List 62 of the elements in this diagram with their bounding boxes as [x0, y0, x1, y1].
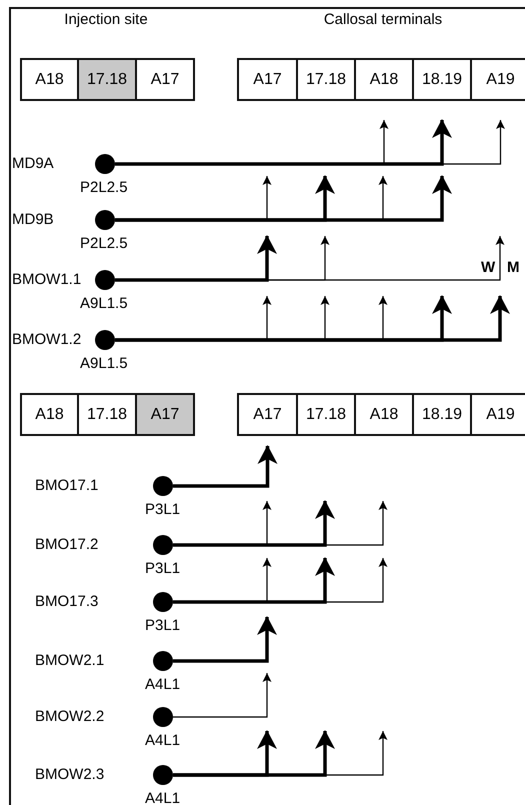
site-label: P3L1 — [145, 618, 180, 633]
area-cell: 17.18 — [77, 58, 137, 101]
injection-dot — [153, 707, 173, 727]
area-cell: A17 — [237, 393, 298, 436]
side-marker: M — [507, 260, 520, 275]
case-name: MD9A — [12, 156, 54, 171]
case-name: BMO17.3 — [35, 594, 98, 609]
area-cell: A17 — [135, 393, 195, 436]
area-cell: A18 — [20, 58, 79, 101]
site-label: P2L2.5 — [80, 180, 128, 195]
injection-dot — [153, 592, 173, 612]
site-label: A4L1 — [145, 791, 180, 805]
site-label: A4L1 — [145, 677, 180, 692]
area-cell: 18.19 — [412, 393, 472, 436]
projection-arrow — [173, 558, 388, 603]
area-cell: A18 — [354, 393, 414, 436]
area-cell: A18 — [20, 393, 79, 436]
projection-arrow — [173, 673, 272, 718]
area-cell: A19 — [470, 393, 525, 436]
site-label: A4L1 — [145, 733, 180, 748]
column-heading: Injection site — [64, 12, 148, 27]
site-label: A9L1.5 — [80, 356, 128, 371]
case-name: BMO17.2 — [35, 537, 98, 552]
injection-dot — [153, 651, 173, 671]
site-label: P2L2.5 — [80, 236, 128, 251]
projection-arrow — [173, 500, 335, 547]
injection-dot — [95, 154, 115, 174]
injection-dot — [153, 535, 173, 555]
side-marker: W — [481, 260, 496, 275]
injection-dot — [95, 210, 115, 230]
area-cell: 17.18 — [296, 393, 356, 436]
site-label: P3L1 — [145, 561, 180, 576]
projection-arrow — [115, 119, 452, 166]
area-cell: A17 — [135, 58, 195, 101]
case-name: BMOW1.2 — [12, 332, 82, 347]
area-cell: 17.18 — [296, 58, 356, 101]
column-heading: Callosal terminals — [324, 12, 442, 27]
area-cell: A18 — [354, 58, 414, 101]
case-name: BMOW1.1 — [12, 272, 82, 287]
projection-arrow — [173, 616, 277, 663]
projection-arrow — [173, 557, 335, 604]
area-cell: 17.18 — [77, 393, 137, 436]
injection-dot — [95, 270, 115, 290]
area-cell: A17 — [237, 58, 298, 101]
site-label: A9L1.5 — [80, 296, 128, 311]
site-label: P3L1 — [145, 502, 180, 517]
case-name: MD9B — [12, 212, 54, 227]
injection-dot — [153, 765, 173, 785]
projection-arrow — [173, 730, 335, 777]
case-name: BMOW2.2 — [35, 709, 104, 724]
projection-arrow — [173, 731, 388, 776]
area-cell: A19 — [470, 58, 525, 101]
projection-arrow — [115, 175, 452, 222]
case-name: BMOW2.1 — [35, 653, 104, 668]
case-name: BMO17.1 — [35, 478, 98, 493]
projection-arrow — [173, 445, 278, 488]
injection-dot — [153, 476, 173, 496]
case-name: BMOW2.3 — [35, 767, 104, 782]
injection-dot — [95, 330, 115, 350]
area-cell: 18.19 — [412, 58, 472, 101]
projection-arrow — [115, 235, 277, 282]
projection-arrow — [173, 501, 388, 546]
